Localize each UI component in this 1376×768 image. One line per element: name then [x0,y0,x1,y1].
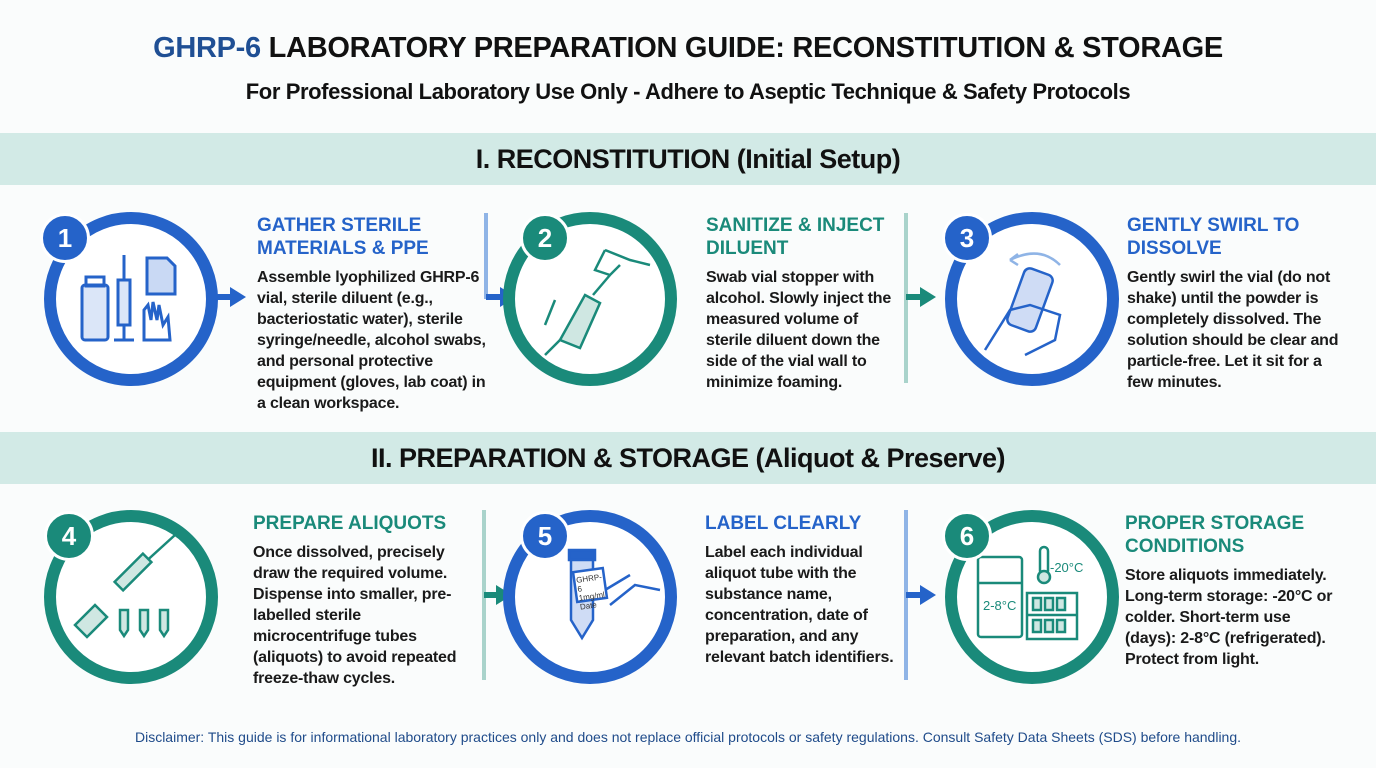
syringe-tubes-icon [73,534,176,639]
arrow-shaft [214,294,232,300]
step-3-number: 3 [942,213,992,263]
step-5-heading: LABEL CLEARLY [705,513,862,534]
page-title: GHRP-6 LABORATORY PREPARATION GUIDE: REC… [0,32,1376,65]
step-5-description: Label each individual aliquot tube with … [705,544,894,666]
step-1-number: 1 [40,213,90,263]
swirl-vial-icon [983,252,1062,357]
arrow-shaft [486,294,502,300]
arrow-right-icon [230,287,246,307]
section-reconstitution-header: I. RECONSTITUTION (Initial Setup) [0,133,1376,185]
tube-label-text: GHRP-6 1mg/ml Date [575,572,606,612]
step-6-number: 6 [942,511,992,561]
step-1-description: Assemble lyophilized GHRP-6 vial, steril… [257,269,486,412]
title-text: LABORATORY PREPARATION GUIDE: RECONSTITU… [260,32,1224,64]
section-storage-header: II. PREPARATION & STORAGE (Aliquot & Pre… [0,432,1376,484]
arrow-shaft [484,592,498,598]
divider [484,213,488,299]
fridge-freezer-icon [976,545,1079,641]
step-6-description: Store aliquots immediately. Long-term st… [1125,567,1333,668]
arrow-right-icon [920,287,936,307]
vial-syringe-gloves-icon [80,255,177,342]
step-3-heading: GENTLY SWIRL TO DISSOLVE [1127,215,1300,259]
step-4-number: 4 [44,511,94,561]
step-1-heading: GATHER STERILE MATERIALS & PPE [257,215,429,259]
freezer-temperature-label: -20°C [1050,560,1084,575]
arrow-shaft [906,294,922,300]
step-6-heading: PROPER STORAGE CONDITIONS [1125,513,1305,557]
step-5-number: 5 [520,511,570,561]
page-subtitle: For Professional Laboratory Use Only - A… [245,79,1131,104]
inject-vial-icon [543,248,651,356]
arrow-shaft [906,592,922,598]
step-2-description: Swab vial stopper with alcohol. Slowly i… [706,269,892,391]
step-3-description: Gently swirl the vial (do not shake) unt… [1127,269,1339,391]
step-2-number: 2 [520,213,570,263]
step-2-heading: SANITIZE & INJECT DILUENT [706,215,885,259]
title-highlight: GHRP-6 [153,32,261,64]
step-4-heading: PREPARE ALIQUOTS [253,513,447,534]
step-4-description: Once dissolved, precisely draw the requi… [253,544,457,687]
fridge-temperature-label: 2-8°C [983,598,1017,613]
disclaimer: Disclaimer: This guide is for informatio… [134,729,1242,745]
label-tube-icon [567,548,661,641]
arrow-right-icon [920,585,936,605]
